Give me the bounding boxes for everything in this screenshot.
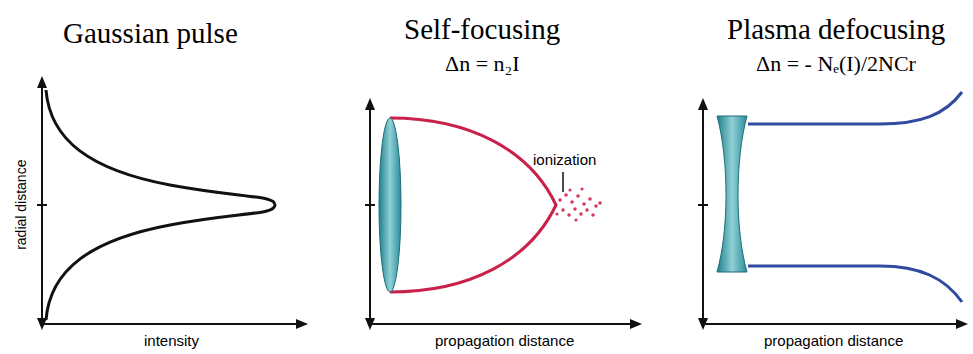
concave-lens (717, 116, 747, 272)
panel-title: Self-focusing (404, 14, 560, 46)
axis-label: propagation distance (764, 333, 903, 350)
leader-line (562, 172, 564, 192)
gaussian-curve (46, 90, 275, 320)
arrowheads (37, 76, 308, 330)
plasma-dots (555, 187, 601, 221)
arrowheads (698, 98, 968, 330)
formula: Δn = n₂I (445, 52, 520, 76)
axes (698, 106, 962, 324)
axes (365, 106, 636, 324)
panel-title: Plasma defocusing (727, 14, 945, 46)
beam-path (748, 92, 962, 124)
formula: Δn = - Nₑ(I)/2NCr (756, 52, 916, 76)
convex-lens (379, 118, 401, 292)
axis-label: intensity (144, 333, 199, 350)
arrowheads (365, 98, 642, 330)
axis-label: propagation distance (435, 333, 574, 350)
beam-path (390, 118, 556, 292)
axes (37, 84, 302, 324)
axis-label: radial distance (14, 160, 29, 250)
beam-path (748, 266, 962, 302)
callout-label: ionization (533, 152, 596, 169)
panel-title: Gaussian pulse (63, 18, 238, 50)
